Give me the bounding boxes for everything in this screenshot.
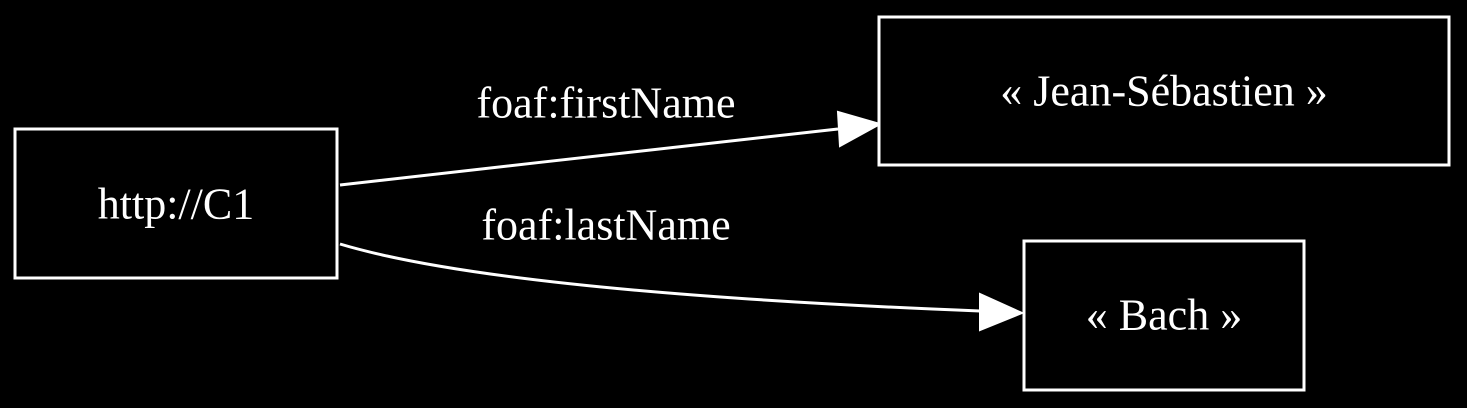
edge-last-name: foaf:lastName [339,201,1025,332]
node-first-name-literal-box [877,15,1451,167]
edge-first-name-arrowhead [836,110,883,148]
node-subject-label: http://C1 [98,180,254,229]
edge-last-name-line [339,242,981,313]
node-first-name-literal: « Jean-Sébastien » [877,15,1451,167]
edge-first-name: foaf:firstName [339,79,883,187]
node-last-name-literal-box [1022,239,1306,392]
edge-first-name-label: foaf:firstName [477,79,736,128]
node-first-name-literal-label: « Jean-Sébastien » [1000,67,1327,116]
edge-last-name-arrowhead [979,292,1025,332]
edge-last-name-label: foaf:lastName [481,201,730,250]
node-subject: http://C1 [13,127,339,280]
edge-first-name-line [339,127,839,187]
node-subject-box [13,127,339,280]
node-last-name-literal: « Bach » [1022,239,1306,392]
node-last-name-literal-label: « Bach » [1086,291,1242,340]
